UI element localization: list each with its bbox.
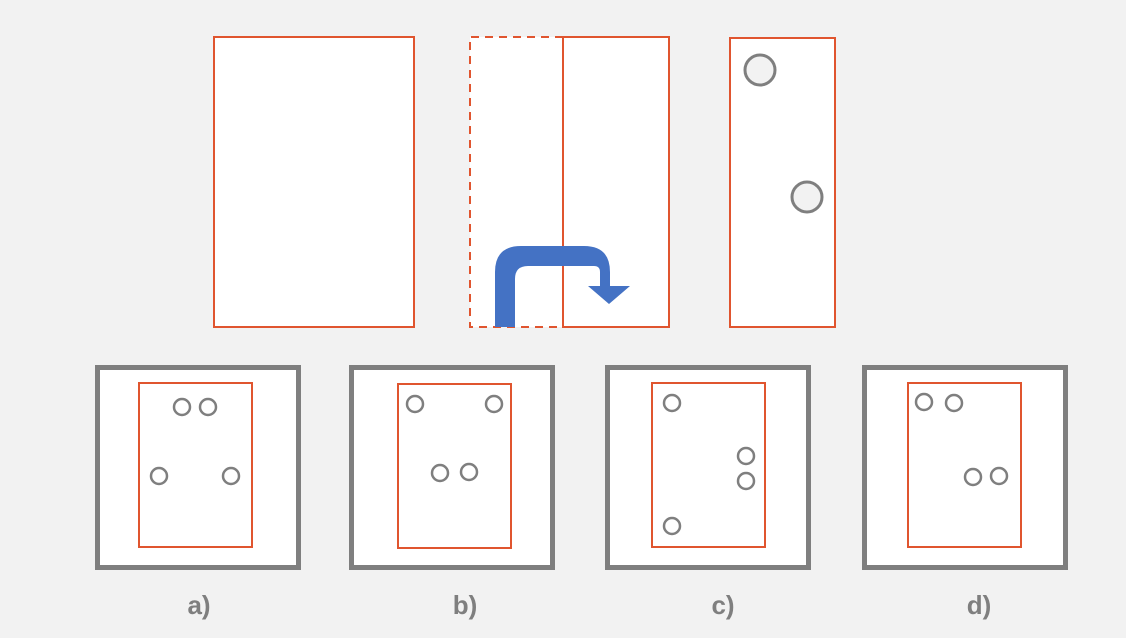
step-2-fold — [469, 36, 670, 328]
paper-sheet — [213, 36, 415, 328]
hole — [484, 394, 504, 414]
hole — [914, 392, 934, 412]
hole — [662, 516, 682, 536]
hole — [149, 466, 169, 486]
fold-ghost-outline — [469, 36, 563, 328]
option-b[interactable] — [349, 365, 555, 570]
hole — [430, 463, 450, 483]
hole — [736, 471, 756, 491]
option-c[interactable] — [605, 365, 811, 570]
option-label-c[interactable]: c) — [711, 590, 735, 620]
punched-hole — [743, 53, 777, 87]
folded-paper — [729, 37, 836, 328]
hole — [736, 446, 756, 466]
option-label-b[interactable]: b) — [452, 590, 478, 620]
option-label-d[interactable]: d) — [966, 590, 992, 620]
option-label-a[interactable]: a) — [187, 590, 211, 620]
step-3-punched — [729, 37, 836, 328]
hole — [944, 393, 964, 413]
punched-hole — [790, 180, 824, 214]
option-d[interactable] — [862, 365, 1068, 570]
curved-arrow-right-down-icon — [495, 246, 630, 327]
hole — [662, 393, 682, 413]
hole — [221, 466, 241, 486]
hole — [459, 462, 479, 482]
hole — [405, 394, 425, 414]
option-a[interactable] — [95, 365, 301, 570]
answer-paper — [138, 382, 253, 548]
step-1-paper — [213, 36, 415, 328]
folded-away-half — [470, 37, 563, 327]
remaining-half — [562, 36, 670, 328]
hole — [172, 397, 192, 417]
hole — [198, 397, 218, 417]
hole — [989, 466, 1009, 486]
hole — [963, 467, 983, 487]
